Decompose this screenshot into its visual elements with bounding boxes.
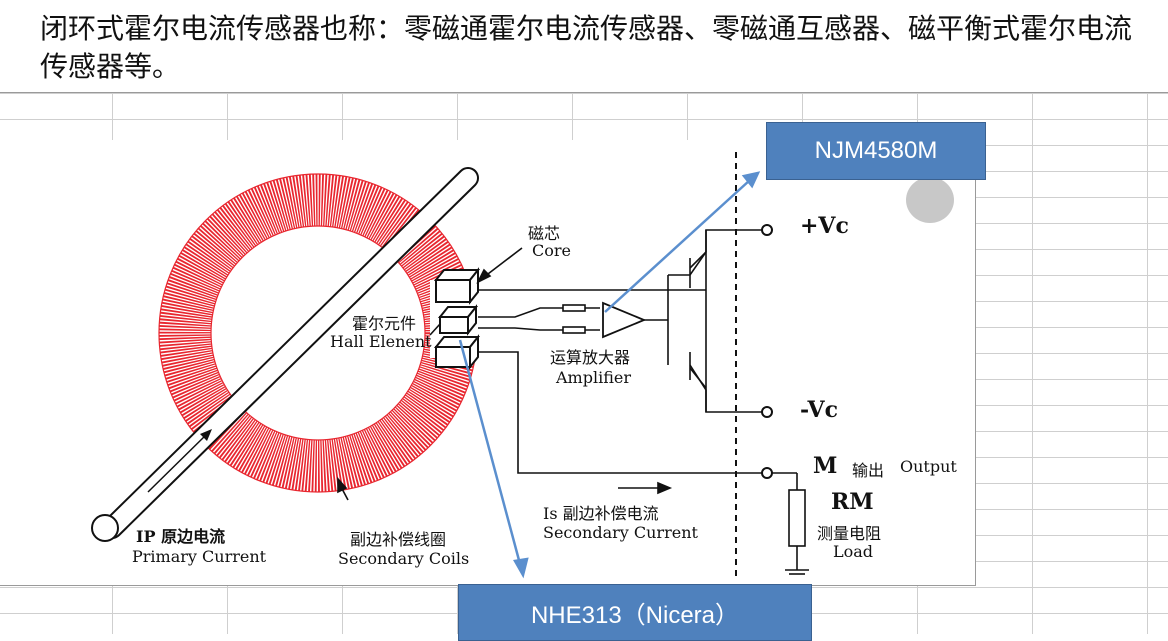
output-cn-label: 输出 <box>852 461 885 480</box>
terminals <box>761 224 773 479</box>
callout-arrows <box>458 171 761 579</box>
hall-element-block <box>433 267 481 370</box>
rm-label: RM <box>831 489 874 515</box>
amp-label-en: Amplifier <box>556 368 631 387</box>
is-en-label: Secondary Current <box>543 523 698 542</box>
coil-en-label: Secondary Coils <box>338 549 470 568</box>
op-amp-symbol <box>602 301 647 339</box>
image-search-icon[interactable] <box>906 177 954 223</box>
core-label-en: Core <box>532 241 571 260</box>
load-en-label: Load <box>833 542 874 561</box>
is-cn-label: Is 副边补偿电流 <box>543 504 659 523</box>
output-en-label: Output <box>900 457 957 476</box>
ip-en-label: Primary Current <box>132 547 267 566</box>
vc-minus-label: -Vc <box>800 397 838 423</box>
hall-label-cn: 霍尔元件 <box>352 314 417 333</box>
callout-nhe313: NHE313（Nicera） <box>458 584 812 641</box>
load-cn-label: 测量电阻 <box>817 524 882 543</box>
coil-cn-label: 副边补偿线圈 <box>350 530 447 549</box>
hall-label-en: Hall Elenent <box>330 332 432 351</box>
circuit-drawing <box>91 152 809 580</box>
ip-cn-label: IP 原边电流 <box>136 527 226 546</box>
callout-njm4580m: NJM4580M <box>766 122 986 180</box>
hall-sensor-diagram: 磁芯 Core 霍尔元件 Hall Elenent 运算放大器 Amplifie… <box>0 140 976 586</box>
slide-heading: 闭环式霍尔电流传感器也称：零磁通霍尔电流传感器、零磁通互感器、磁平衡式霍尔电流传… <box>40 12 1133 83</box>
circuit-wires <box>478 229 809 575</box>
core-label-cn: 磁芯 <box>528 224 561 243</box>
output-m-label: M <box>813 453 838 479</box>
primary-conductor <box>91 167 479 542</box>
vc-plus-label: +Vc <box>800 213 849 239</box>
amp-label-cn: 运算放大器 <box>550 348 631 367</box>
label-pointers <box>337 247 673 501</box>
